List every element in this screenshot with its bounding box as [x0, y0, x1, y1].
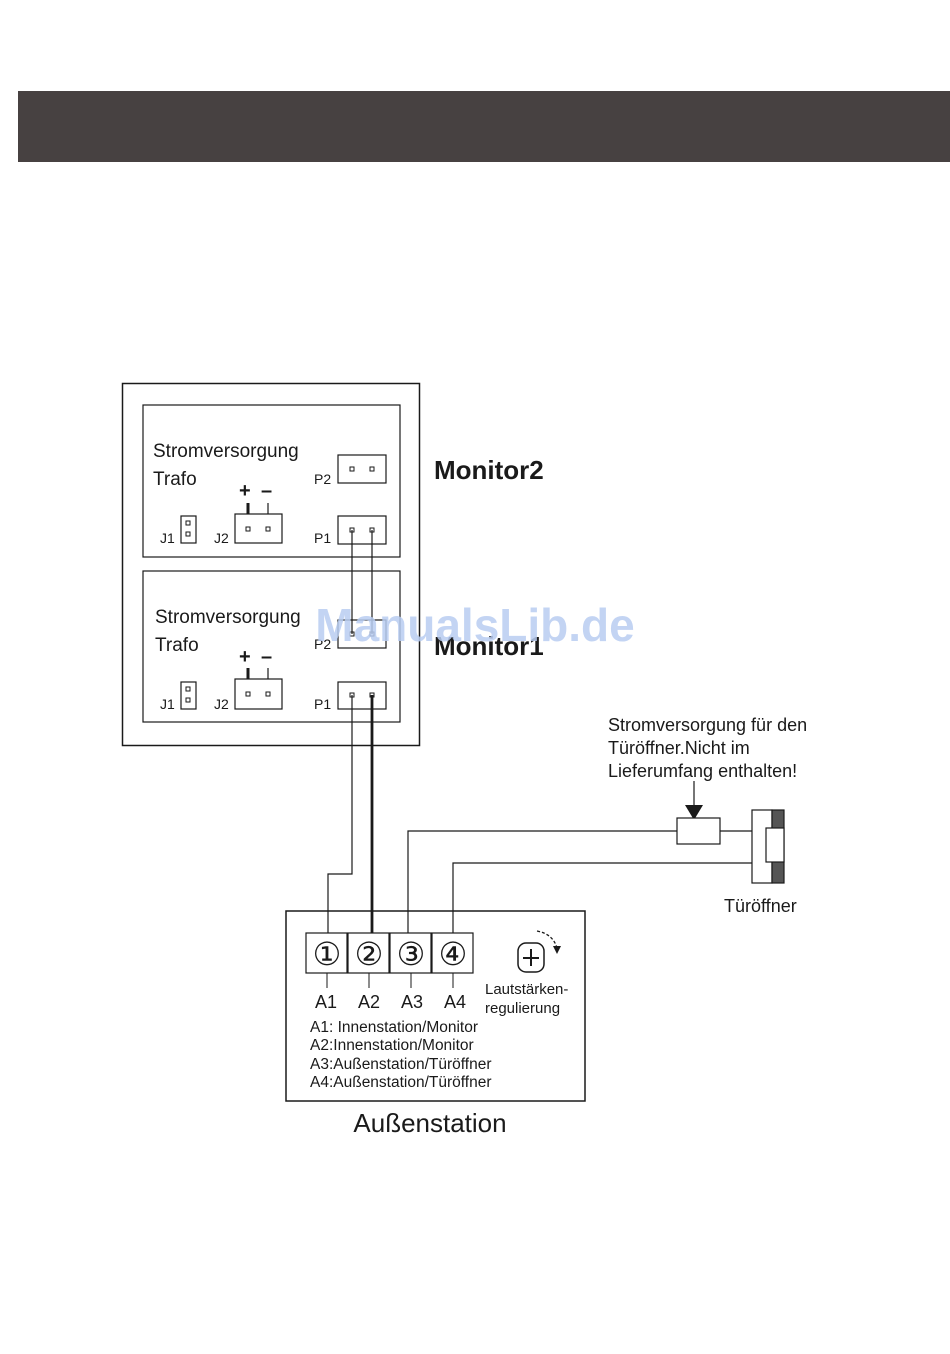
terminal-a4-label: A4 [444, 992, 466, 1012]
monitor2-unit: Stromversorgung Trafo + – J1 J2 P2 P1 [142, 404, 401, 558]
monitor1-board [142, 570, 401, 723]
terminal-a3 [389, 932, 432, 974]
monitor2-j1-label: J1 [160, 530, 175, 546]
door-supply-line-3: Lieferumfang enthalten! [608, 761, 797, 781]
terminal-a2-label: A2 [358, 992, 380, 1012]
monitor2-p2-connector [337, 454, 387, 484]
monitor2-board [142, 404, 401, 558]
terminal-a1-label: A1 [315, 992, 337, 1012]
terminal-a1 [305, 932, 348, 974]
monitor1-trafo-label: Trafo [155, 635, 199, 656]
monitor1-j1-jumper [180, 681, 197, 710]
monitor1-plus-sign: + [239, 646, 251, 668]
door-supply-arrow-icon [685, 805, 703, 820]
monitor-frame [121, 382, 421, 747]
legend-line-a1: A1: Innenstation/Monitor [310, 1019, 478, 1036]
monitor2-p1-label: P1 [314, 530, 331, 546]
terminal-a1-symbol: ① [313, 936, 342, 972]
terminal-a2 [347, 932, 390, 974]
terminal-block: ① ② ③ ④ A1 A2 A3 A4 [305, 932, 474, 1012]
monitor1-p1-connector [337, 681, 387, 710]
monitor2-j2-connector [234, 513, 283, 544]
monitor1-title: Monitor1 [434, 631, 544, 661]
door-supply-box [676, 817, 721, 845]
monitor2-j2-label: J2 [214, 530, 229, 546]
wire-a3 [407, 830, 677, 933]
monitor1-j2-connector [234, 678, 283, 710]
door-opener-label: Türöffner [724, 896, 797, 916]
monitor1-minus-sign: – [261, 646, 272, 668]
volume-knob-icon [517, 930, 561, 973]
monitor1-j2-label: J2 [214, 696, 229, 712]
legend-line-a4: A4:Außenstation/Türöffner [310, 1074, 492, 1091]
monitor1-p2-label: P2 [314, 636, 331, 652]
monitor2-p2-label: P2 [314, 471, 331, 487]
monitor1-p2-connector [337, 619, 387, 649]
monitor1-j1-label: J1 [160, 696, 175, 712]
legend-line-a2: A2:Innenstation/Monitor [310, 1037, 474, 1054]
volume-label-line-2: regulierung [485, 1000, 560, 1017]
header-bar [18, 91, 950, 162]
door-supply-line-1: Stromversorgung für den [608, 715, 807, 735]
wire-a4 [452, 862, 752, 933]
outdoor-station-title: Außenstation [353, 1108, 506, 1138]
terminal-a2-symbol: ② [355, 936, 384, 972]
wire-a1 [327, 695, 353, 933]
terminal-a3-symbol: ③ [397, 936, 426, 972]
watermark: ManualsLib.de [315, 599, 634, 651]
monitor2-minus-sign: – [261, 480, 272, 502]
door-opener-icon [751, 809, 785, 884]
monitor2-p1-connector [337, 515, 387, 545]
legend-line-a3: A3:Außenstation/Türöffner [310, 1056, 492, 1073]
monitor1-unit: Stromversorgung Trafo + – J1 J2 P2 P1 [142, 570, 401, 723]
monitor2-j1-jumper [180, 515, 197, 544]
monitor2-plus-sign: + [239, 480, 251, 502]
monitor1-supply-label: Stromversorgung [155, 607, 301, 628]
terminal-a3-label: A3 [401, 992, 423, 1012]
volume-label-line-1: Lautstärken- [485, 981, 568, 998]
monitor2-supply-label: Stromversorgung [153, 441, 299, 462]
monitor2-title: Monitor2 [434, 455, 544, 485]
terminal-a4-symbol: ④ [439, 936, 468, 972]
outdoor-station-box [285, 910, 586, 1102]
door-supply-line-2: Türöffner.Nicht im [608, 738, 750, 758]
monitor1-p1-label: P1 [314, 696, 331, 712]
monitor2-trafo-label: Trafo [153, 469, 197, 490]
